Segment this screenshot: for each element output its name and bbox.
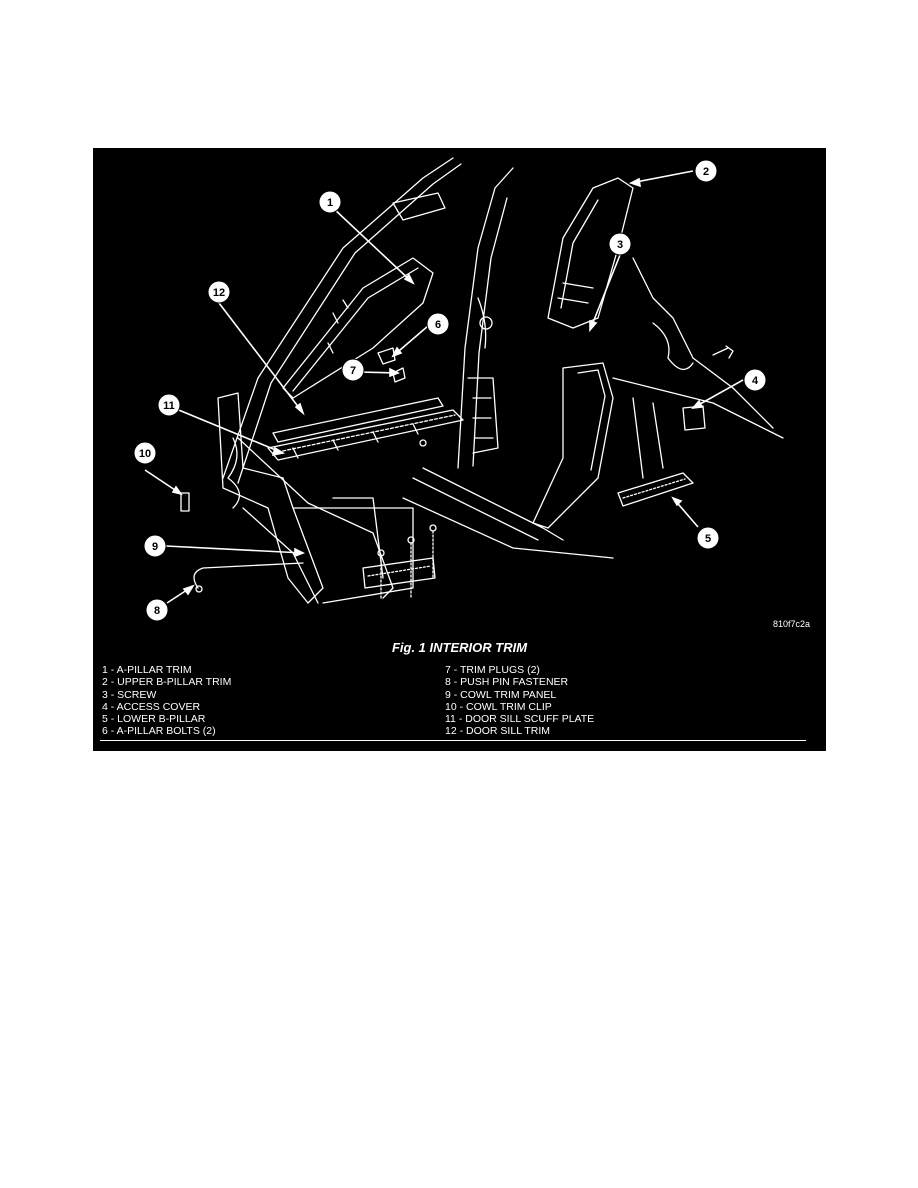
lower-b-pillar-shape (532, 362, 614, 529)
svg-text:7: 7 (350, 365, 356, 377)
svg-text:2: 2 (703, 166, 709, 178)
door-sill-trim-shape (272, 397, 444, 443)
svg-text:11: 11 (163, 400, 175, 412)
legend-item: 6 - A-PILLAR BOLTS (2) (102, 725, 216, 738)
legend-item: 8 - PUSH PIN FASTENER (445, 676, 569, 689)
callout-2: 2 (694, 159, 718, 183)
svg-text:6: 6 (435, 319, 441, 331)
door-opening-frame (457, 167, 514, 469)
legend-item: 3 - SCREW (102, 688, 157, 701)
a-pillar-trim-shape (282, 257, 434, 399)
callout-5: 5 (696, 526, 720, 550)
callout-10: 10 (133, 441, 157, 465)
floor-sill (422, 467, 564, 541)
legend-item: 1 - A-PILLAR TRIM (102, 664, 192, 676)
door-sill-scuff-plate-shape (267, 409, 464, 461)
legend-right-column: 7 - TRIM PLUGS (2) 8 - PUSH PIN FASTENER… (445, 664, 594, 738)
figure-caption: Fig. 1 INTERIOR TRIM (391, 640, 528, 655)
callout-11: 11 (157, 393, 181, 417)
svg-text:12: 12 (213, 287, 225, 299)
svg-text:10: 10 (139, 448, 151, 460)
callout-12: 12 (207, 280, 231, 304)
svg-text:4: 4 (752, 375, 759, 387)
interior-trim-figure: 1 2 3 4 5 6 7 8 9 10 11 12 810f7c2a Fig.… (93, 148, 826, 751)
interior-trim-illustration: 1 2 3 4 5 6 7 8 9 10 11 12 (133, 157, 784, 622)
callout-3: 3 (608, 232, 632, 256)
upper-b-pillar-trim-shape (547, 177, 634, 329)
callout-6: 6 (426, 312, 450, 336)
svg-text:8: 8 (154, 605, 160, 617)
legend-divider (100, 740, 806, 741)
callout-1: 1 (318, 190, 342, 214)
svg-text:1: 1 (327, 197, 333, 209)
legend-left-column: 1 - A-PILLAR TRIM 2 - UPPER B-PILLAR TRI… (102, 664, 231, 738)
legend-item: 5 - LOWER B-PILLAR (102, 713, 206, 726)
svg-text:9: 9 (152, 541, 158, 553)
callout-7: 7 (341, 358, 365, 382)
legend-item: 9 - COWL TRIM PANEL (445, 688, 557, 701)
callout-9: 9 (143, 534, 167, 558)
access-cover-shape (682, 405, 706, 431)
legend-item: 10 - COWL TRIM CLIP (445, 700, 552, 713)
cowl-trim-clip-shape (180, 492, 190, 512)
callout-4: 4 (743, 368, 767, 392)
figure-code: 810f7c2a (773, 619, 811, 629)
svg-text:3: 3 (617, 239, 623, 251)
legend-item: 4 - ACCESS COVER (102, 700, 201, 713)
legend-item: 7 - TRIM PLUGS (2) (445, 664, 540, 676)
legend-item: 11 - DOOR SILL SCUFF PLATE (445, 713, 595, 726)
windshield-frame (222, 157, 454, 479)
callout-8: 8 (145, 598, 169, 622)
svg-text:5: 5 (705, 533, 711, 545)
legend-item: 12 - DOOR SILL TRIM (445, 725, 551, 738)
cowl-trim-panel-shape (217, 392, 324, 604)
legend-item: 2 - UPPER B-PILLAR TRIM (102, 676, 232, 689)
